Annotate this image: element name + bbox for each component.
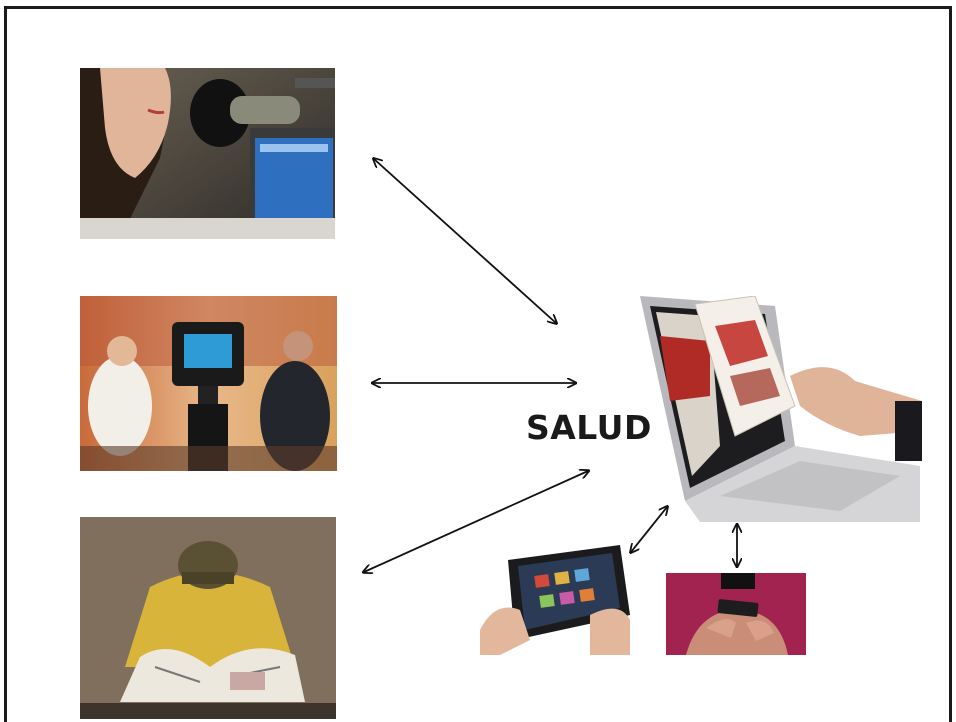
center-label: SALUD: [526, 408, 652, 447]
arrow-newspaper-salud: [364, 471, 588, 572]
arrow-laptop-tablet: [631, 507, 667, 552]
arrow-radio-salud: [374, 159, 556, 323]
diagram-frame: [4, 6, 952, 722]
tablet-photo: [480, 540, 630, 655]
tv-camera-photo: [80, 296, 337, 471]
laptop-magazine-photo: [640, 296, 922, 522]
smartphone-photo: [666, 573, 806, 655]
radio-microphone-photo: [80, 68, 335, 239]
newspaper-reader-photo: [80, 517, 336, 719]
